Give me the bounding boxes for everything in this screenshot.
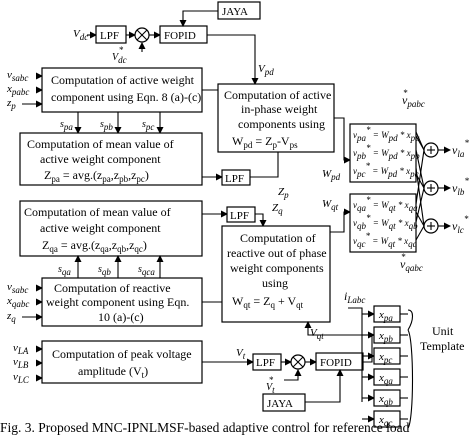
mean-active-block	[19, 132, 203, 186]
mean-active-formula: Zpa = avg.(zpa,zpb,zpc)	[44, 168, 149, 184]
spb-label: spb	[100, 119, 113, 132]
mean-reactive-block	[19, 200, 203, 257]
q-equations-block	[349, 193, 417, 253]
vpd-label: Vpd	[258, 63, 274, 77]
peak-voltage-block	[41, 340, 203, 384]
q-eq-1: vqb* = Wqt * xqb	[353, 213, 418, 231]
inphase-weight-block	[217, 83, 335, 153]
wqt-label: Wqt	[322, 198, 339, 212]
eq-to-summer-3	[415, 149, 425, 205]
output-summers: vla* vlb* vlc*	[415, 131, 469, 241]
q-eq-2: vqc* = Wqt * xqc	[353, 231, 417, 249]
input-zq: zq	[6, 310, 16, 324]
template-label-1: xpb	[378, 330, 393, 344]
reactive-out-line2: reactive out of phase	[227, 246, 327, 260]
reactive-out-line4: using	[262, 276, 288, 290]
unit-template-line1: Unit	[432, 324, 454, 338]
reactive-out-formula: Wqt = Zq + Vqt	[232, 294, 304, 310]
vdc-label: Vdc	[73, 28, 88, 42]
sqa-label: sqa	[58, 264, 71, 277]
mean-active-line1: Computation of mean value of	[27, 137, 174, 151]
fopid-top-label: FOPID	[164, 30, 196, 42]
p-equations-block	[349, 123, 417, 183]
inphase-line1: Computation of active	[224, 88, 331, 102]
reactive-weight-block	[41, 277, 203, 327]
template-label-2: xpc	[378, 351, 392, 365]
q-eq-0: vqa* = Wqt * xqa	[353, 195, 418, 213]
mean-reactive-line1: Computation of mean value of	[24, 205, 171, 219]
input-vlb: vLB	[13, 356, 29, 370]
p-eq-0: vpa* = Wpd * xpa	[353, 125, 420, 143]
figure-caption: Fig. 3. Proposed MNC-IPNLMSF-based adapt…	[0, 420, 410, 435]
peak-voltage-line1: Computation of peak voltage	[52, 347, 192, 361]
output-label-1: vlb*	[452, 176, 469, 197]
eq-to-summer-0	[415, 131, 425, 151]
template-label-3: xqa	[378, 372, 393, 386]
reactive-out-line1: Computation of	[240, 231, 316, 245]
inphase-line3: components using	[238, 117, 325, 131]
eq-to-summer-2	[415, 167, 425, 227]
input-vlc: vLC	[13, 371, 30, 385]
eq-to-summer-4	[415, 187, 425, 223]
output-label-2: vlc*	[452, 214, 469, 235]
ilabc-label: iLabc	[344, 289, 365, 305]
vpabc-label: vpabc*	[402, 88, 425, 109]
inphase-formula: Wpd = Zp-Vps	[232, 134, 298, 150]
peak-voltage-line2: amplitude (Vt)	[78, 364, 148, 380]
wpd-label: Wpd	[322, 168, 341, 182]
p-eq-2: vpc* = Wpd * xpc	[353, 161, 419, 179]
template-label-5: xqc	[378, 414, 392, 428]
input-vsabc-q: vsabc	[7, 281, 28, 295]
mean-reactive-formula: Zqa = avg.(zqa,zqb,zqc)	[42, 238, 147, 254]
jaya-bottom-label: JAYA	[267, 398, 293, 410]
lpf-q-label: LPF	[230, 210, 249, 222]
reactive-out-phase-block	[221, 225, 331, 323]
input-vsabc: vsabc	[7, 69, 28, 83]
vdc-ref-label: Vdc*	[112, 45, 127, 65]
eq-to-summer-1	[415, 149, 425, 189]
sqb-label: sqb	[98, 264, 111, 277]
template-label-0: xpa	[378, 309, 393, 323]
fopid-bottom-label: FOPID	[320, 357, 352, 369]
active-weight-line1: Computation of active weight	[51, 73, 195, 87]
active-weight-line2: component using Eqn. 8 (a)-(c)	[51, 90, 201, 104]
mean-reactive-line2: active weight component	[40, 221, 161, 235]
template-label-4: xqb	[378, 393, 393, 407]
vqt-label: Vqt	[310, 327, 324, 341]
mean-active-line2: active weight component	[40, 152, 161, 166]
p-eq-1: vpb* = Wpd * xpb	[353, 143, 420, 161]
lpf-mid-label: LPF	[225, 173, 244, 185]
eq-to-summer-5	[415, 225, 425, 241]
unit-template-line2: Template	[420, 339, 464, 353]
reactive-weight-line3: 10 (a)-(c)	[98, 310, 144, 324]
reactive-out-line3: weight components	[230, 261, 324, 275]
template-brace	[407, 309, 414, 429]
inphase-line2: in-phase weight	[241, 102, 318, 116]
input-zp: zp	[6, 97, 16, 111]
input-xqabc: xqabc	[6, 295, 29, 309]
sqca-label: sqca	[138, 264, 155, 277]
lpf-top-label: LPF	[100, 30, 119, 42]
vqabc-label: vqabc*	[400, 252, 423, 273]
output-label-0: vla*	[452, 138, 469, 159]
input-vla: vLA	[13, 342, 29, 356]
jaya-top-label: JAYA	[222, 6, 248, 18]
zq-label: Zq	[272, 202, 283, 216]
unit-template: xpa xpb xpc xqa xqb xqc	[362, 305, 414, 429]
reactive-weight-line2: weight component using Eqn.	[46, 295, 189, 309]
input-xpabc: xpabc	[6, 83, 29, 97]
spc-label: spc	[142, 119, 154, 132]
zp-label: Zp	[278, 186, 289, 200]
vt-ref-label: Vt*	[266, 375, 275, 395]
spa-label: spa	[60, 119, 73, 132]
lpf-bottom-label: LPF	[256, 357, 275, 369]
reactive-weight-line1: Computation of reactive	[54, 281, 171, 295]
vt-label: Vt	[236, 347, 246, 361]
